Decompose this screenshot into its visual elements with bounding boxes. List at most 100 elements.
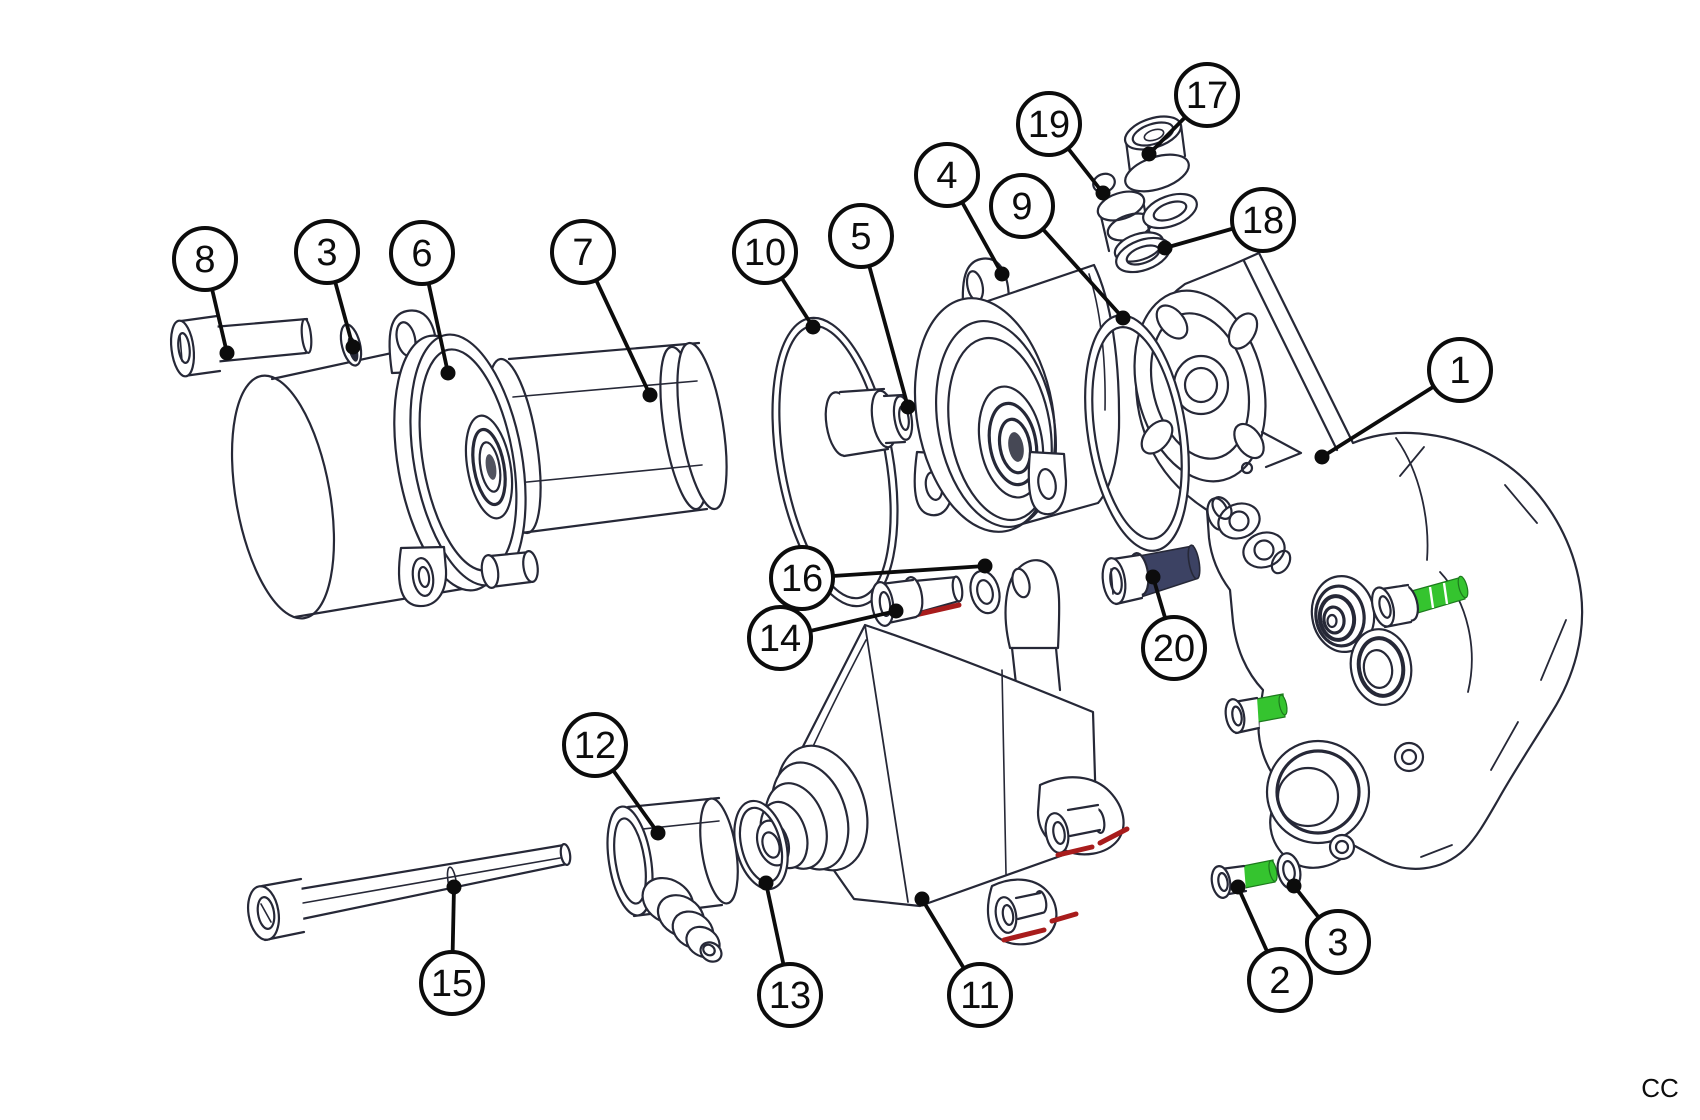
part-14-screw-red-highlight bbox=[870, 575, 964, 627]
callout-4-balloon bbox=[914, 142, 980, 208]
callout-13-number: 13 bbox=[769, 975, 811, 1017]
callout-13-dot bbox=[758, 875, 774, 891]
callout-20: 20 bbox=[1141, 569, 1207, 681]
callout-6-dot bbox=[440, 365, 456, 381]
callout-8-balloon bbox=[172, 226, 238, 292]
callout-8-number: 8 bbox=[194, 239, 215, 281]
callout-7-dot bbox=[642, 387, 658, 403]
callout-3b: 3 bbox=[1286, 878, 1371, 975]
part-9-oring-large bbox=[1084, 314, 1190, 552]
green-bolt-lower bbox=[1224, 693, 1288, 735]
callout-9: 9 bbox=[989, 173, 1131, 326]
part-5-hub bbox=[824, 387, 914, 458]
callout-19-balloon bbox=[1016, 91, 1082, 157]
callout-16-balloon bbox=[769, 545, 835, 611]
callout-17-dot bbox=[1141, 146, 1157, 162]
callout-10-balloon bbox=[732, 219, 798, 285]
callout-15-number: 15 bbox=[431, 963, 473, 1005]
part-12-fitting bbox=[606, 796, 739, 963]
license-text: CC bbox=[1641, 1073, 1679, 1103]
callout-1-balloon bbox=[1427, 337, 1493, 403]
part-18-washers bbox=[1115, 192, 1198, 274]
callout-14-dot bbox=[888, 603, 904, 619]
part-1-mounting-bracket bbox=[1133, 251, 1584, 870]
callout-3a-dot bbox=[345, 339, 361, 355]
callout-20-balloon bbox=[1141, 615, 1207, 681]
callout-18-dot bbox=[1157, 240, 1173, 256]
part-15-long-bolt bbox=[246, 843, 572, 942]
callout-5-balloon bbox=[828, 203, 894, 269]
callout-3a: 3 bbox=[294, 219, 361, 355]
callout-14-balloon bbox=[747, 605, 813, 671]
callout-4-number: 4 bbox=[936, 155, 957, 197]
part-17-check-valve-cap bbox=[1123, 115, 1190, 193]
callout-10-number: 10 bbox=[744, 232, 786, 274]
callout-20-number: 20 bbox=[1153, 628, 1195, 670]
callout-3b-number: 3 bbox=[1327, 922, 1348, 964]
callout-2-number: 2 bbox=[1269, 960, 1290, 1002]
callout-16: 16 bbox=[769, 545, 993, 611]
callout-11-dot bbox=[914, 891, 930, 907]
callout-17: 17 bbox=[1141, 62, 1240, 162]
callout-3b-balloon bbox=[1305, 909, 1371, 975]
red-highlight-lower-2 bbox=[1049, 911, 1079, 924]
red-highlight-upper bbox=[1055, 844, 1095, 858]
callout-15-dot bbox=[446, 879, 462, 895]
callout-6: 6 bbox=[389, 220, 456, 381]
callout-15: 15 bbox=[419, 879, 485, 1016]
callout-19-dot bbox=[1095, 185, 1111, 201]
part-16-washer bbox=[969, 569, 1001, 615]
callout-5-number: 5 bbox=[850, 216, 871, 258]
callout-16-number: 16 bbox=[781, 558, 823, 600]
callout-12-balloon bbox=[562, 712, 628, 778]
callout-17-balloon bbox=[1174, 62, 1240, 128]
callout-9-dot bbox=[1115, 310, 1131, 326]
callout-7-number: 7 bbox=[572, 232, 593, 274]
callout-9-balloon bbox=[989, 173, 1055, 239]
callout-2-dot bbox=[1230, 879, 1246, 895]
callout-13-balloon bbox=[757, 962, 823, 1028]
callout-1: 1 bbox=[1314, 337, 1493, 465]
callout-1-number: 1 bbox=[1449, 350, 1470, 392]
callout-14: 14 bbox=[747, 603, 904, 671]
part-11-pump-housing bbox=[755, 559, 1130, 946]
part-6-motor-housing bbox=[230, 309, 539, 620]
callout-18: 18 bbox=[1157, 187, 1296, 256]
callout-19-number: 19 bbox=[1028, 104, 1070, 146]
callout-12-number: 12 bbox=[574, 725, 616, 767]
callout-2: 2 bbox=[1230, 879, 1313, 1013]
callout-4-dot bbox=[994, 266, 1010, 282]
callout-7: 7 bbox=[550, 219, 658, 403]
callout-20-dot bbox=[1145, 569, 1161, 585]
callout-18-number: 18 bbox=[1242, 200, 1284, 242]
callout-14-number: 14 bbox=[759, 618, 801, 660]
callout-13: 13 bbox=[757, 875, 823, 1028]
red-highlight-lower bbox=[1001, 927, 1047, 943]
callout-10-dot bbox=[805, 319, 821, 335]
callout-12-dot bbox=[650, 825, 666, 841]
callout-8: 8 bbox=[172, 226, 238, 361]
callout-16-dot bbox=[977, 558, 993, 574]
callout-19: 19 bbox=[1016, 91, 1111, 201]
callout-11: 11 bbox=[914, 891, 1013, 1028]
callout-8-dot bbox=[219, 345, 235, 361]
callout-6-number: 6 bbox=[411, 233, 432, 275]
callout-17-number: 17 bbox=[1186, 75, 1228, 117]
callout-5-dot bbox=[900, 399, 916, 415]
green-bolt-upper bbox=[1370, 575, 1469, 629]
callout-3a-balloon bbox=[294, 219, 360, 285]
callout-9-number: 9 bbox=[1011, 186, 1032, 228]
callout-3a-number: 3 bbox=[316, 232, 337, 274]
callout-11-number: 11 bbox=[960, 975, 999, 1017]
callout-2-balloon bbox=[1247, 947, 1313, 1013]
callout-3b-dot bbox=[1286, 878, 1302, 894]
part-8-screw bbox=[169, 314, 313, 378]
callout-5: 5 bbox=[828, 203, 916, 415]
callout-6-balloon bbox=[389, 220, 455, 286]
callout-7-balloon bbox=[550, 219, 616, 285]
part-2-bolt-green-highlight bbox=[1210, 859, 1278, 899]
callout-15-balloon bbox=[419, 950, 485, 1016]
callout-11-balloon bbox=[947, 962, 1013, 1028]
